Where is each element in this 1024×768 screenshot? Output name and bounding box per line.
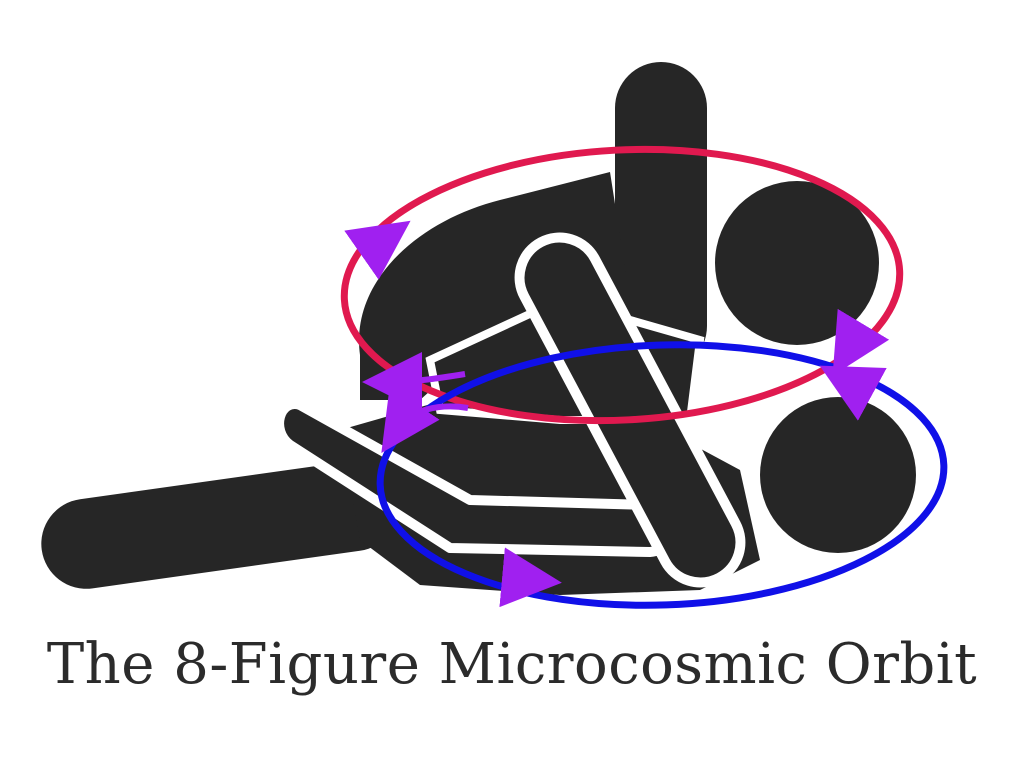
lower-orbit [376,341,948,609]
arrow-lower-bottom [499,547,562,608]
orbit-diagram [41,62,948,609]
upper-figure-head [715,181,879,345]
arrow-crossover-bottom [381,386,469,453]
lower-figure [41,390,916,595]
direction-arrows [344,220,890,608]
diagram-caption: The 8-Figure Microcosmic Orbit [46,632,978,697]
arrow-crossover-top [362,351,466,412]
upper-figure-leg [615,62,707,372]
upper-figure-arm [514,232,746,588]
lower-figure-leg [41,461,399,589]
lower-figure-head [760,397,916,553]
upper-figure [359,62,879,588]
upper-figure-torso [359,172,630,400]
upper-orbit [340,145,904,425]
arrow-upper-right [832,308,890,376]
arrow-upper-left [344,220,411,280]
arrow-lower-right [819,365,887,421]
